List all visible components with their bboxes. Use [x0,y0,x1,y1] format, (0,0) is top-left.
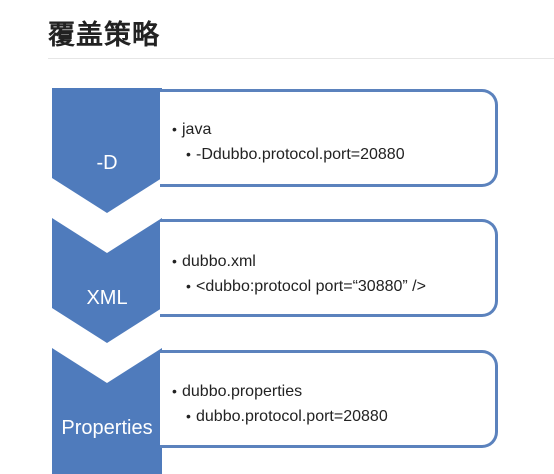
bullet-dot-icon: • [186,278,191,294]
bullet-line-secondary: • -Ddubbo.protocol.port=20880 [186,144,405,165]
bullet-line-secondary: • <dubbo:protocol port=“30880” /> [186,276,426,297]
bullet-line-secondary: • dubbo.protocol.port=20880 [186,406,388,427]
bullet-line-primary: • java [172,119,211,140]
chevron-step-1 [52,88,162,213]
page-title: 覆盖策略 [48,20,160,51]
bullet-dot-icon: • [172,121,177,137]
bullet-dot-icon: • [172,383,177,399]
bullet-line-primary: • dubbo.xml [172,251,256,272]
step-box-properties: • dubbo.properties • dubbo.protocol.port=2… [160,350,498,448]
chevron-step-2 [52,218,162,343]
bullet-text: <dubbo:protocol port=“30880” /> [196,278,426,295]
step-label-xml: XML [86,287,128,309]
bullet-text: dubbo.properties [182,383,303,400]
bullet-dot-icon: • [172,253,177,269]
bullet-text: dubbo.protocol.port=20880 [196,408,388,425]
step-box-xml: • dubbo.xml • <dubbo:protocol port=“30880”… [160,219,498,317]
bullet-text: dubbo.xml [182,253,256,270]
chevron-step-3 [52,348,162,474]
step-label-properties: Properties [61,417,153,439]
title-divider [48,58,554,59]
bullet-line-primary: • dubbo.properties [172,381,302,402]
bullet-text: -Ddubbo.protocol.port=20880 [196,146,405,163]
bullet-text: java [182,121,212,138]
step-label-d: -D [96,152,118,174]
step-box-d: • java • -Ddubbo.protocol.port=20880 [160,89,498,187]
bullet-dot-icon: • [186,408,191,424]
bullet-dot-icon: • [186,146,191,162]
